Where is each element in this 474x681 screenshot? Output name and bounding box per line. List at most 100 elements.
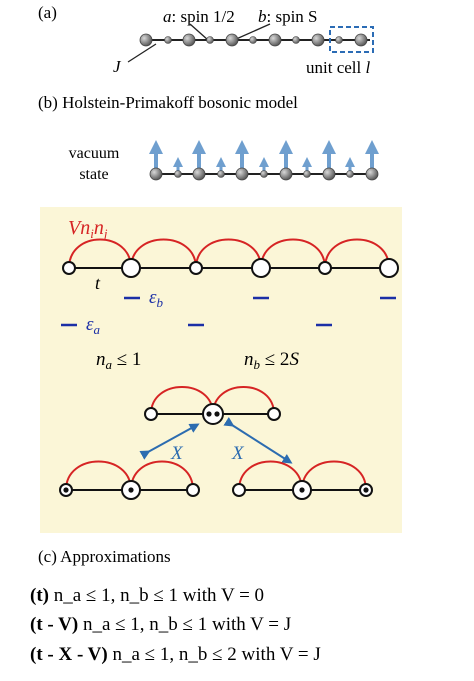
site-a xyxy=(62,261,76,275)
coupling-label: J xyxy=(113,57,122,76)
site-a xyxy=(267,407,281,421)
panel-c: (c) Approximations (t) n_a ≤ 1, n_b ≤ 1 … xyxy=(30,547,321,665)
approximation-row: (t - X - V) n_a ≤ 1, n_b ≤ 2 with V = J xyxy=(30,644,321,665)
site-b-doubly-occupied xyxy=(202,403,224,425)
panel-b-header: (b) Holstein-Primakoff bosonic model vac… xyxy=(38,93,379,183)
vacuum-label-line2: state xyxy=(79,166,108,183)
boson xyxy=(128,487,134,493)
coupling-pointer xyxy=(127,43,157,63)
interaction-arc xyxy=(68,238,132,269)
large-site xyxy=(365,167,379,181)
panel-c-label: (c) Approximations xyxy=(38,547,171,566)
config-left xyxy=(59,460,200,500)
boson xyxy=(206,411,212,417)
interaction-arcs xyxy=(68,238,390,269)
config-double-occupied xyxy=(144,386,281,425)
site-b xyxy=(121,258,141,278)
large-site xyxy=(268,33,282,47)
interaction-arc xyxy=(301,460,367,491)
spin-b-pointer xyxy=(233,23,271,41)
site-a xyxy=(232,483,246,497)
energy-b-label: εb xyxy=(149,287,164,310)
vacuum-chain-sites xyxy=(149,167,379,181)
large-site xyxy=(139,33,153,47)
interaction-arc xyxy=(238,460,303,491)
x-process-right-label: X xyxy=(231,443,245,464)
spin-up-arrow-small xyxy=(345,157,355,174)
interaction-label: Vninj xyxy=(68,217,108,241)
small-site xyxy=(164,36,172,44)
spin-a-pointer xyxy=(189,23,209,41)
vacuum-label-line1: vacuum xyxy=(69,145,120,162)
interaction-arc xyxy=(195,238,262,269)
approximation-row: (t - V) n_a ≤ 1, n_b ≤ 1 with V = J xyxy=(30,614,291,635)
small-site xyxy=(346,170,354,178)
energy-levels xyxy=(61,296,396,327)
vacuum-spin-arrows xyxy=(149,140,379,174)
config-right xyxy=(232,460,373,500)
spin-up-arrow-large xyxy=(235,140,249,174)
site-b xyxy=(251,258,271,278)
interaction-arc xyxy=(260,238,326,269)
site-a xyxy=(186,483,200,497)
constraint-b: nb ≤ 2S xyxy=(244,349,299,372)
boson xyxy=(214,411,220,417)
large-site xyxy=(192,167,206,181)
energy-a-label: εa xyxy=(86,314,101,337)
hopping-label: t xyxy=(95,273,101,293)
large-site xyxy=(322,167,336,181)
large-site xyxy=(235,167,249,181)
spin-up-arrow-large xyxy=(322,140,336,174)
site-a xyxy=(318,261,332,275)
panel-a-label: (a) xyxy=(38,3,57,22)
x-process-left-label: X xyxy=(170,443,184,464)
small-site xyxy=(217,170,225,178)
spin-up-arrow-large xyxy=(365,140,379,174)
spin-up-arrow-small xyxy=(216,157,226,174)
small-site xyxy=(303,170,311,178)
spin-up-arrow-large xyxy=(149,140,163,174)
spin-up-arrow-small xyxy=(173,157,183,174)
x-process-arrows xyxy=(139,417,293,464)
x-arrow-left xyxy=(139,423,200,460)
boson xyxy=(299,487,305,493)
small-site xyxy=(260,170,268,178)
site-a xyxy=(144,407,158,421)
spin-b-label: b: spin S xyxy=(258,7,318,26)
spin-a-label: a: spin 1/2 xyxy=(163,7,235,26)
interaction-arc xyxy=(65,460,132,491)
panel-a: (a) a: spin 1/2 b: spin S J unit cell l xyxy=(38,3,374,77)
small-site xyxy=(174,170,182,178)
small-site xyxy=(292,36,300,44)
site-b xyxy=(379,258,399,278)
small-site xyxy=(249,36,257,44)
unit-cell-box xyxy=(329,26,374,53)
large-site xyxy=(354,33,368,47)
spin-up-arrow-small xyxy=(259,157,269,174)
approximation-row: (t) n_a ≤ 1, n_b ≤ 1 with V = 0 xyxy=(30,585,264,606)
spin-up-arrow-small xyxy=(302,157,312,174)
interaction-arc xyxy=(130,460,194,491)
panel-b-label: (b) Holstein-Primakoff bosonic model xyxy=(38,93,298,112)
spin-up-arrow-large xyxy=(192,140,206,174)
highlight-background xyxy=(40,207,402,533)
constraint-a: na ≤ 1 xyxy=(96,349,141,372)
large-site xyxy=(225,33,239,47)
panel-b-model-box: Vninj t εb εa xyxy=(40,207,402,533)
site-a xyxy=(189,261,203,275)
chain-a-sites xyxy=(139,33,368,47)
interaction-arc xyxy=(130,238,197,269)
x-arrow-right xyxy=(223,417,293,464)
spin-up-arrow-large xyxy=(279,140,293,174)
small-site xyxy=(335,36,343,44)
lattice-sites xyxy=(62,258,399,278)
large-site xyxy=(279,167,293,181)
interaction-arc xyxy=(324,238,390,269)
boson xyxy=(63,487,69,493)
large-site xyxy=(311,33,325,47)
small-site xyxy=(206,36,214,44)
large-site xyxy=(182,33,196,47)
unit-cell-label: unit cell l xyxy=(306,58,370,77)
boson xyxy=(363,487,369,493)
